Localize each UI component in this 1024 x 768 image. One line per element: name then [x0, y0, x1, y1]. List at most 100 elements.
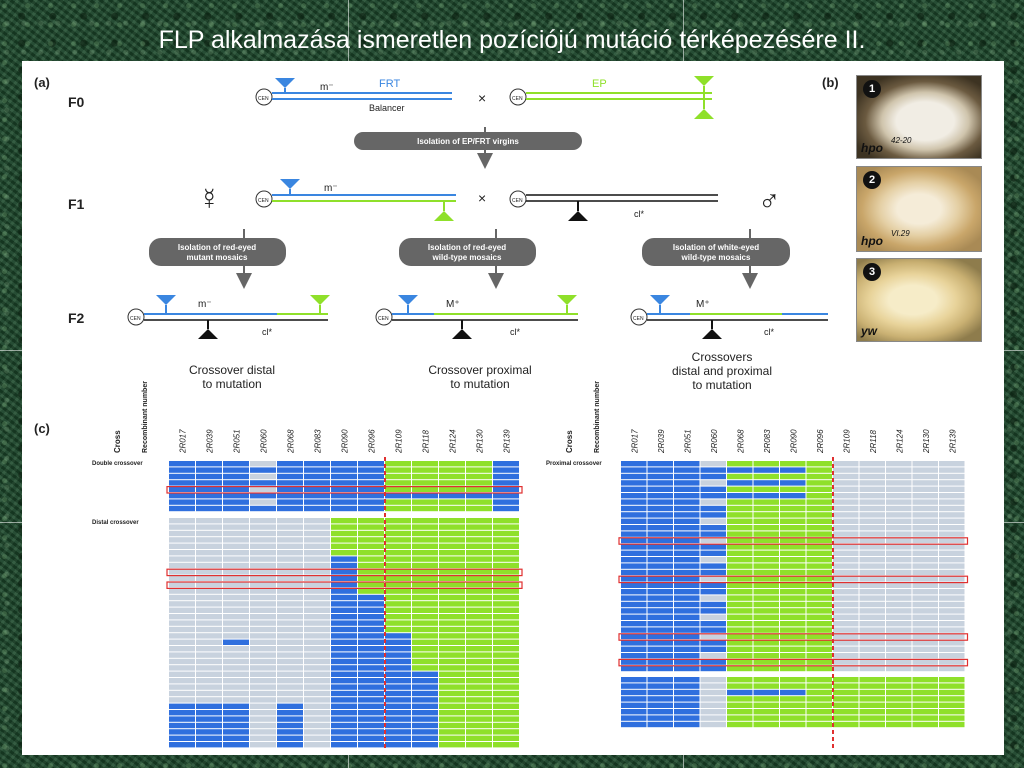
grid-cell [493, 505, 519, 512]
grid-cell [412, 480, 438, 486]
grid-cell [700, 480, 726, 486]
grid-cell [912, 525, 938, 531]
grid-cell [493, 575, 519, 581]
grid-cell [466, 614, 492, 620]
grid-cell [912, 715, 938, 721]
slide-title: FLP alkalmazása ismeretlen pozíciójú mut… [158, 26, 866, 54]
grid-cell [780, 614, 806, 620]
grid-cell [169, 518, 195, 524]
grid-cell [753, 601, 779, 608]
grid-cell [939, 665, 965, 672]
grid-cell [466, 486, 492, 492]
grid-cell [912, 480, 938, 486]
grid-cell [753, 550, 779, 556]
grid-cell [277, 710, 303, 716]
grid-cell [780, 473, 806, 480]
grid-cell [700, 499, 726, 505]
grid-cell [493, 493, 519, 499]
grid-cell [912, 709, 938, 715]
grid-cell [439, 639, 465, 645]
marker-label: 2R017 [630, 429, 639, 454]
grid-cell [886, 646, 912, 652]
grid-cell [780, 537, 806, 544]
grid-cell [412, 537, 438, 543]
grid-cell [833, 505, 859, 512]
grid-cell [223, 735, 249, 741]
grid-cell [912, 621, 938, 627]
grid-cell [939, 696, 965, 702]
grid-cell [806, 544, 832, 550]
grid-cell [385, 594, 411, 601]
grid-cell [304, 703, 330, 709]
marker-label: 2R109 [395, 429, 404, 454]
photo-number: 1 [863, 80, 881, 98]
grid-cell [169, 671, 195, 677]
grid-cell [196, 684, 222, 690]
marker-label: 2R051 [233, 429, 242, 454]
grid-cell [439, 620, 465, 626]
grid-cell [806, 595, 832, 601]
grid-cell [833, 557, 859, 563]
grid-cell [674, 646, 700, 652]
grid-cell [833, 627, 859, 633]
grid-cell [493, 671, 519, 677]
grid-cell [939, 659, 965, 665]
grid-cell [912, 563, 938, 569]
grid-cell [196, 467, 222, 473]
grid-cell [621, 640, 647, 646]
grid-cell [833, 550, 859, 556]
grid-cell [753, 480, 779, 486]
grid-cell [358, 588, 384, 594]
grid-cell [331, 588, 357, 594]
grid-cell [304, 486, 330, 492]
grid-cell [674, 493, 700, 499]
grid-cell [223, 569, 249, 575]
grid-cell [912, 640, 938, 646]
grid-cell [223, 729, 249, 735]
svg-text:Isolation of white-eyed: Isolation of white-eyed [673, 243, 759, 252]
grid-cell [493, 620, 519, 626]
grid-cell [939, 614, 965, 620]
grid-cell [806, 608, 832, 614]
grid-cell [780, 557, 806, 563]
grid-cell [780, 525, 806, 531]
grid-cell [250, 493, 276, 499]
grid-cell [886, 683, 912, 689]
grid-cell [912, 582, 938, 588]
grid-cell [439, 684, 465, 690]
grid-cell [912, 531, 938, 537]
grid-cell [859, 646, 885, 652]
grid-cell [277, 480, 303, 486]
grid-cell [833, 715, 859, 721]
grid-cell [674, 531, 700, 537]
grid-cell [466, 530, 492, 537]
grid-cell [304, 658, 330, 665]
grid-cell [912, 589, 938, 595]
grid-cell [169, 690, 195, 697]
grid-cell [859, 576, 885, 582]
photo-number: 2 [863, 171, 881, 189]
svg-text:×: × [478, 190, 486, 206]
grid-cell [304, 665, 330, 671]
grid-cell [753, 486, 779, 492]
grid-cell [859, 677, 885, 683]
grid-cell [196, 493, 222, 499]
grid-cell [727, 473, 753, 480]
group-double-crossover: Double crossover [92, 461, 143, 467]
grid-cell [331, 594, 357, 601]
grid-cell [647, 576, 673, 582]
grid-cell [647, 589, 673, 595]
grid-cell [647, 689, 673, 696]
grid-cell [358, 607, 384, 613]
grid-cell [358, 499, 384, 505]
grid-cell [939, 480, 965, 486]
grid-cell [780, 512, 806, 518]
grid-cell [223, 601, 249, 607]
grid-cell [700, 531, 726, 537]
grid-cell [250, 575, 276, 581]
grid-cell [859, 569, 885, 576]
grid-cell [358, 729, 384, 735]
grid-cell [493, 543, 519, 549]
grid-cell [223, 505, 249, 512]
grid-cell [439, 607, 465, 613]
